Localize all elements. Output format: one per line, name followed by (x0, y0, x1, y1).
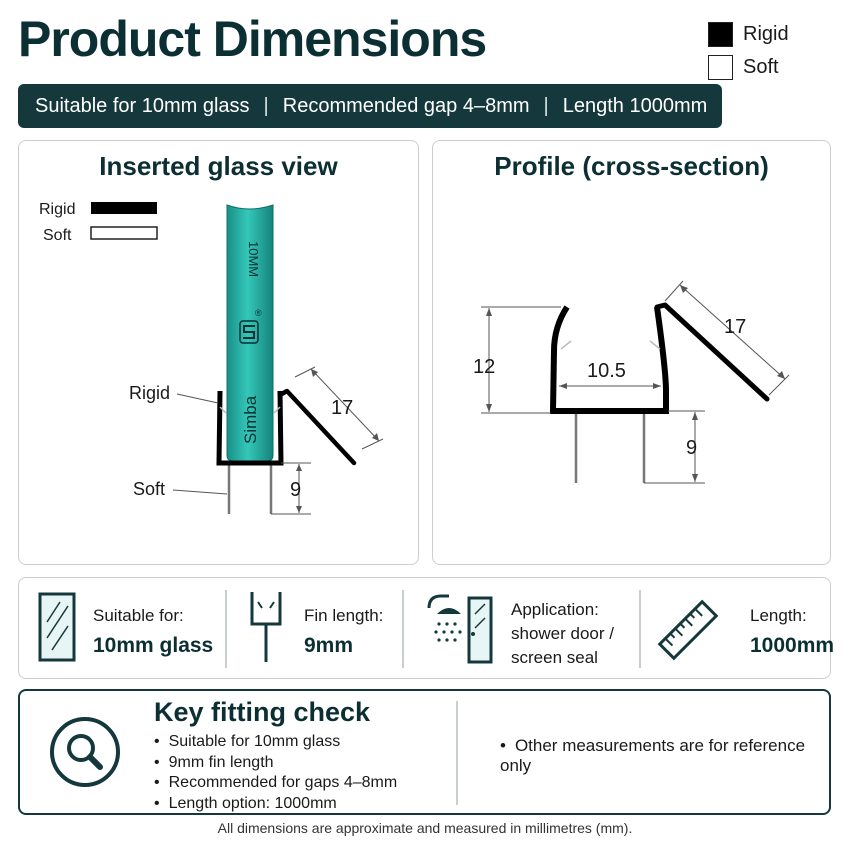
key-fitting-check: Key fitting check Suitable for 10mm glas… (18, 689, 831, 815)
feature-glass: Suitable for: 10mm glass (19, 578, 225, 678)
profile-dim-fin-length (664, 280, 790, 396)
inserted-glass-panel: Inserted glass view Rigid Soft 10MM ® Si… (18, 140, 419, 565)
legend-rigid-label: Rigid (743, 23, 789, 45)
sloped-sealing-fin (277, 388, 357, 466)
inner-lip-right (273, 406, 281, 414)
profile-dim-inner-width-label: 10.5 (587, 360, 626, 382)
profile-diagram: 12 10.5 17 9 (473, 280, 790, 484)
inner-lip-left (219, 406, 227, 414)
legend-soft-label: Soft (743, 56, 779, 78)
feature-divider (225, 590, 227, 668)
profile-title: Profile (cross-section) (494, 151, 769, 181)
feature-application-line: screen seal (511, 648, 598, 667)
check-note: Other measurements are for reference onl… (500, 736, 829, 776)
inserted-glass-title: Inserted glass view (99, 151, 338, 181)
feature-glass-label: Suitable for: (93, 606, 184, 625)
profile-sealing-fin (654, 302, 770, 402)
feature-divider (639, 590, 641, 668)
ruler-icon (657, 599, 719, 661)
mini-legend-rigid-swatch (91, 202, 157, 214)
mini-legend-rigid-label: Rigid (39, 201, 75, 218)
legend-rigid: Rigid (708, 18, 789, 51)
glass-thickness-label: 10MM (246, 241, 261, 277)
legend-soft: Soft (708, 51, 789, 84)
spec-banner: Suitable for 10mm glass | Recommended ga… (18, 84, 722, 128)
feature-fin: Fin length: 9mm (226, 578, 402, 678)
profile-inner-lip-left (560, 340, 572, 350)
glass-pane-icon (38, 592, 76, 662)
check-item: 9mm fin length (154, 753, 397, 774)
inserted-glass-diagram: Rigid Soft 10MM ® Simba Rigid Soft (39, 201, 384, 515)
banner-gap: Recommended gap 4–8mm (282, 94, 530, 117)
brand-name: Simba (241, 395, 260, 444)
dim-fin-height-label: 9 (290, 479, 301, 501)
feature-length-value: 1000mm (750, 634, 835, 657)
seal-profile-icon (250, 592, 282, 662)
callout-rigid-label: Rigid (129, 383, 170, 403)
feature-application-label: Application: shower door / screen seal (511, 598, 614, 670)
feature-length: Length: 1000mm (640, 578, 834, 678)
check-item: Recommended for gaps 4–8mm (154, 773, 398, 794)
rigid-swatch (708, 22, 733, 47)
rigid-u-channel (216, 390, 284, 466)
feature-application: Application: shower door / screen seal (403, 578, 639, 678)
dim-fin-length (294, 366, 384, 450)
check-title: Key fitting check (154, 697, 371, 727)
page-title: Product Dimensions (18, 11, 487, 67)
profile-panel: Profile (cross-section) 12 10.5 (432, 140, 831, 565)
magnifier-icon (50, 717, 120, 787)
callout-soft-label: Soft (133, 479, 165, 499)
profile-rigid-u-channel (549, 305, 669, 414)
profile-inner-lip-right (649, 340, 661, 350)
feature-length-label: Length: (750, 606, 807, 625)
profile-dim-inner-width (559, 383, 661, 389)
brand-logo-icon (239, 320, 259, 344)
callout-rigid-leader (176, 393, 219, 404)
feature-glass-value: 10mm glass (93, 634, 214, 657)
dim-fin-length-label: 17 (331, 397, 353, 419)
feature-application-line: shower door / (511, 624, 614, 643)
mini-legend-soft-label: Soft (43, 227, 72, 244)
feature-fin-value: 9mm (304, 634, 354, 657)
mini-legend-soft-swatch (90, 226, 158, 240)
dim-fin-height (271, 462, 311, 515)
check-item: Suitable for 10mm glass (154, 732, 397, 753)
feature-divider (402, 590, 404, 668)
banner-separator: | (543, 94, 549, 117)
profile-dim-fin-height (644, 410, 705, 484)
profile-dim-fin-height-label: 9 (686, 437, 697, 459)
banner-length: Length 1000mm (562, 94, 708, 117)
feature-row: Suitable for: 10mm glass Fin length: 9mm (18, 577, 834, 679)
registered-mark: ® (255, 308, 262, 318)
check-list: Suitable for 10mm glass 9mm fin length R… (154, 732, 398, 815)
material-legend: Rigid Soft (708, 18, 789, 84)
soft-swatch (708, 55, 733, 80)
callout-soft-leader (172, 489, 228, 495)
banner-separator: | (263, 94, 269, 117)
profile-dim-height (481, 306, 561, 414)
footnote: All dimensions are approximate and measu… (217, 820, 633, 836)
profile-dim-height-label: 12 (473, 356, 495, 378)
check-item: Length option: 1000mm (154, 794, 397, 815)
profile-dim-fin-length-label: 17 (724, 316, 746, 338)
shower-door-icon (427, 594, 493, 664)
feature-fin-label: Fin length: (304, 606, 384, 625)
feature-application-line: Application: (511, 600, 599, 619)
check-divider (456, 701, 458, 805)
banner-glass: Suitable for 10mm glass (35, 94, 250, 117)
